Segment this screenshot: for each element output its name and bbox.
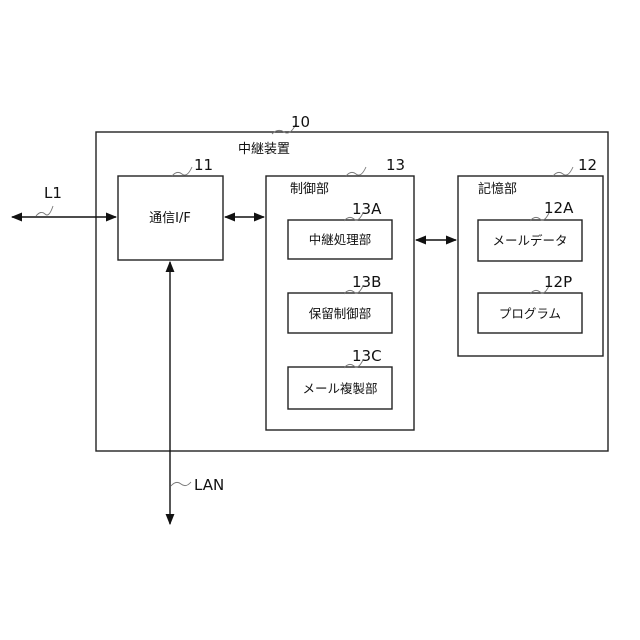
l1-ref-leader xyxy=(36,206,53,216)
mail-data-ref: 12A xyxy=(544,199,574,217)
comm-if-label: 通信I/F xyxy=(149,211,191,226)
control-unit-ref: 13 xyxy=(386,156,405,174)
lan-label: LAN xyxy=(194,476,224,494)
program-ref: 12P xyxy=(544,273,572,291)
hold-control-label: 保留制御部 xyxy=(309,306,372,321)
control-unit-label: 制御部 xyxy=(290,182,329,197)
relay-processing-ref: 13A xyxy=(352,200,382,218)
relay-processing-label: 中継処理部 xyxy=(309,232,372,247)
mail-copy-label: メール複製部 xyxy=(302,381,377,396)
mail-copy-ref: 13C xyxy=(352,347,382,365)
relay-device-ref: 10 xyxy=(291,113,310,131)
mail-data-label: メールデータ xyxy=(492,233,567,248)
relay-device-label: 中継装置 xyxy=(238,142,290,157)
lan-ref-leader xyxy=(171,482,191,486)
storage-unit-ref: 12 xyxy=(578,156,597,174)
comm-if-ref: 11 xyxy=(194,156,213,174)
program-label: プログラム xyxy=(499,306,561,321)
storage-unit-label: 記憶部 xyxy=(478,181,517,197)
l1-label: L1 xyxy=(44,184,62,202)
hold-control-ref: 13B xyxy=(352,273,381,291)
